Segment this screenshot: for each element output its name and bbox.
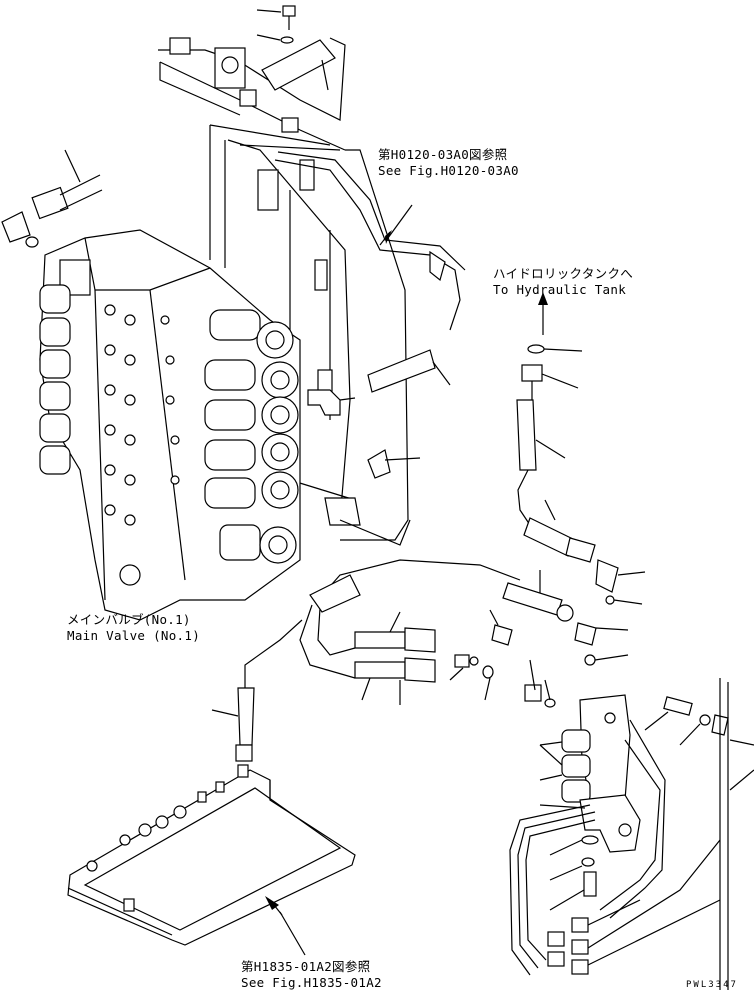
tank-jp: ハイドロリックタンクへ: [493, 266, 634, 281]
top-bolt: [256, 5, 296, 44]
right-bolt: [644, 678, 754, 990]
left-fittings: [1, 149, 103, 248]
ref-bottom-en: See Fig.H1835-01A2: [241, 975, 382, 990]
tube-lines: [509, 719, 721, 976]
drawing-code: PWL3347: [686, 980, 738, 990]
center-hoses: [299, 559, 574, 705]
main-valve: [39, 229, 301, 621]
upper-bracket: [158, 37, 346, 151]
ref-bottom-jp: 第H1835-01A2図参照: [241, 959, 371, 974]
bottom-hose: [211, 619, 303, 762]
valve-en: Main Valve (No.1): [67, 628, 201, 643]
valve-jp: メインバルブ(No.1): [67, 612, 191, 627]
tank-arrow: [521, 292, 583, 400]
right-hose: [516, 399, 646, 605]
valve-elbow: [307, 349, 451, 479]
tank-hose: [274, 151, 466, 331]
ref-top-jp: 第H0120-03A0図参照: [378, 147, 508, 162]
frame-panel: [209, 124, 411, 546]
manifold-block: [524, 659, 641, 911]
ref-top-en: See Fig.H0120-03A0: [378, 163, 519, 178]
center-fittings: [449, 609, 629, 701]
bottom-frame: [67, 764, 356, 956]
tank-en: To Hydraulic Tank: [493, 282, 627, 297]
